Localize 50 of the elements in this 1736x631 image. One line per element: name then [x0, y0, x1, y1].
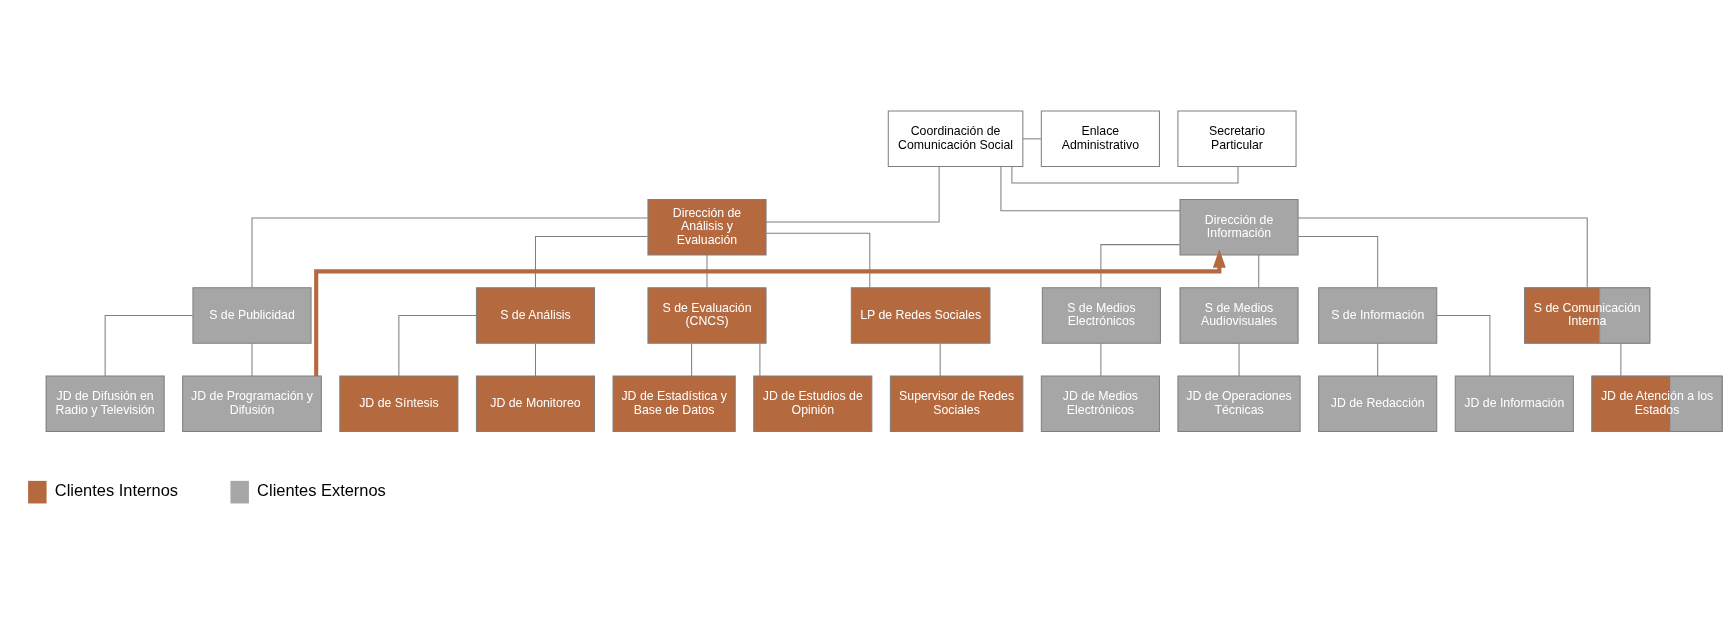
- connector: [706, 254, 708, 289]
- node-box: JD de Redacción: [1318, 375, 1438, 433]
- node-box: Coordinación de Comunicación Social: [887, 110, 1024, 168]
- connector: [534, 235, 648, 288]
- node-box: S de Información: [1318, 287, 1438, 344]
- arrow: [314, 249, 1226, 377]
- node-box: JD de Monitoreo: [475, 375, 596, 433]
- node-box: JD de Operaciones Técnicas: [1177, 375, 1301, 433]
- connector: [759, 342, 761, 377]
- connector: [1000, 166, 1181, 212]
- node-box: Supervisor de Redes Sociales: [889, 375, 1024, 433]
- node-box: S de Medios Audiovisuales: [1179, 287, 1299, 344]
- connector: [1297, 235, 1379, 288]
- connector: [1377, 342, 1379, 377]
- connector: [765, 232, 871, 289]
- connector: [1100, 342, 1102, 377]
- node-box: Dirección de Información: [1179, 198, 1299, 256]
- connector: [1011, 166, 1239, 184]
- connector: [1238, 342, 1240, 377]
- node-box: Enlace Administrativo: [1040, 110, 1160, 168]
- connector: [534, 342, 536, 377]
- connector: [1258, 254, 1260, 289]
- connector: [1436, 315, 1491, 377]
- legend-label: Clientes Externos: [257, 481, 386, 500]
- node-box: S de Publicidad: [192, 287, 312, 344]
- node-box: Dirección de Análisis y Evaluación: [647, 198, 767, 256]
- node-box: JD de Estudios de Opinión: [753, 375, 873, 433]
- node-box: S de Evaluación (CNCS): [647, 287, 767, 344]
- connector: [765, 166, 940, 223]
- node-box: Secretario Particular: [1177, 110, 1297, 168]
- legend-label: Clientes Internos: [54, 481, 179, 500]
- connector: [1620, 342, 1622, 377]
- node-box: JD de Difusión en Radio y Televisión: [45, 375, 165, 433]
- node-box: JD de Medios Electrónicos: [1040, 375, 1160, 433]
- node-box: JD de Información: [1454, 375, 1574, 433]
- connector: [1100, 244, 1181, 288]
- node-box: JD de Programación y Difusión: [182, 375, 322, 433]
- node-box: S de Análisis: [475, 287, 596, 344]
- connector: [1022, 138, 1042, 140]
- connector: [939, 342, 941, 377]
- node-box: LP de Redes Sociales: [850, 287, 991, 344]
- node-box: JD de Estadística y Base de Datos: [612, 375, 736, 433]
- connector: [691, 342, 693, 377]
- connector: [398, 315, 477, 377]
- connector: [1297, 217, 1588, 289]
- node-box: JD de Síntesis: [339, 375, 459, 433]
- connector: [251, 217, 649, 289]
- node-box: S de Medios Electrónicos: [1041, 287, 1161, 344]
- connector: [251, 342, 253, 377]
- connector: [104, 315, 194, 377]
